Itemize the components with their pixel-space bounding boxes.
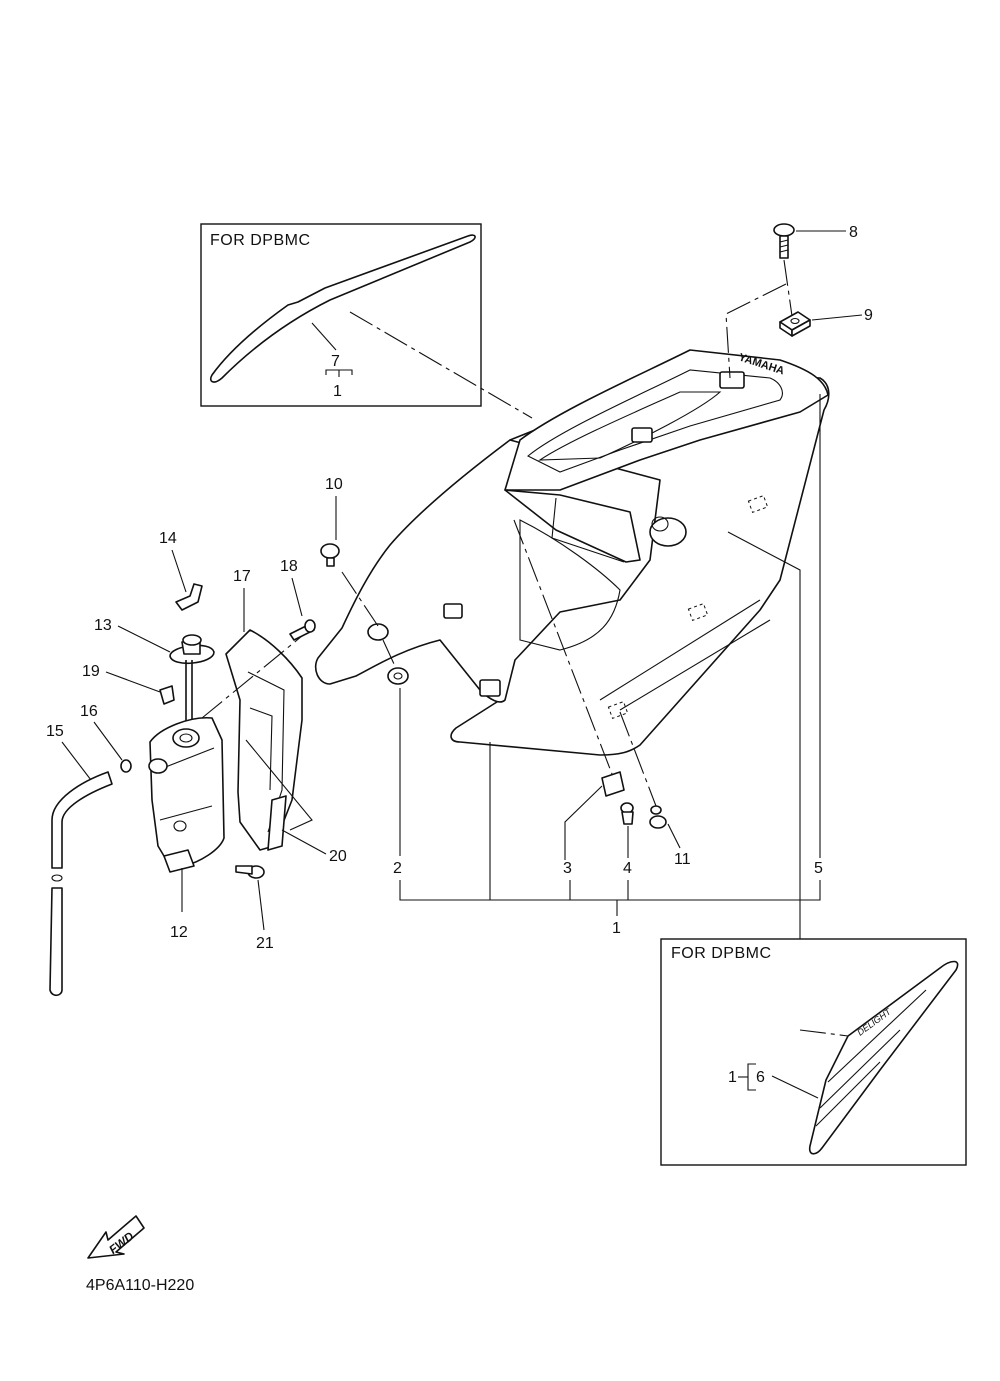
seat-cover-part-7[interactable] — [209, 234, 476, 383]
callout-9: 9 — [864, 307, 873, 324]
fwd-arrow-icon: FWD — [87, 1215, 145, 1259]
callout-8: 8 — [849, 224, 858, 241]
callout-2: 2 — [393, 860, 402, 877]
callout-7-inset: 7 — [331, 353, 340, 370]
screw-part-11[interactable] — [649, 805, 667, 829]
coolant-reservoir-part-12[interactable] — [148, 717, 225, 873]
inset-bottom-title: FOR DPBMC — [671, 945, 772, 962]
grommet-part-2[interactable] — [387, 667, 409, 685]
seat-opening-rim — [504, 349, 829, 491]
side-decal-part-6[interactable] — [808, 960, 959, 1155]
inset-top-title: FOR DPBMC — [210, 232, 311, 249]
callout-1: 1 — [612, 920, 621, 937]
clamp-part-16[interactable] — [120, 759, 132, 773]
nut-part-9[interactable] — [779, 311, 811, 337]
callout-1-inset-bottom: 1 — [728, 1069, 737, 1086]
callout-4: 4 — [623, 860, 632, 877]
screw-part-8[interactable] — [773, 223, 795, 259]
drawing-code: 4P6A110-H220 — [86, 1277, 194, 1294]
reservoir-cover-part-17[interactable] — [225, 629, 303, 851]
tail-cowl-assembly[interactable]: YAMAHA — [314, 349, 830, 756]
callout-6: 6 — [756, 1069, 765, 1086]
callout-3: 3 — [563, 860, 572, 877]
callout-11: 11 — [674, 851, 691, 868]
callout-17: 17 — [233, 568, 251, 585]
bolt-part-21[interactable] — [235, 865, 265, 879]
callout-1-inset-top: 1 — [333, 383, 342, 400]
inset-top-box: FOR DPBMC 7 1 — [200, 223, 482, 407]
hose-part-15[interactable] — [49, 771, 113, 997]
callout-20: 20 — [329, 848, 347, 865]
clip-part-3[interactable] — [601, 771, 625, 797]
callout-15: 15 — [46, 723, 64, 740]
callout-19: 19 — [82, 663, 100, 680]
hose-fitting-part-14[interactable] — [175, 583, 203, 611]
screw-part-18[interactable] — [289, 619, 316, 641]
callout-18: 18 — [280, 558, 298, 575]
inset-bottom-box: FOR DPBMC DELIGHT 1 6 — [660, 938, 967, 1166]
seat-rear-block — [504, 489, 641, 563]
callout-14: 14 — [159, 530, 177, 547]
callout-21: 21 — [256, 935, 274, 952]
callout-10: 10 — [325, 476, 343, 493]
strip-part-20[interactable] — [267, 795, 287, 851]
callout-16: 16 — [80, 703, 98, 720]
callout-13: 13 — [94, 617, 112, 634]
tank-cap-part-13[interactable] — [169, 634, 215, 665]
callout-12: 12 — [170, 924, 188, 941]
clip-part-19[interactable] — [159, 685, 175, 705]
rivet-part-4[interactable] — [620, 802, 634, 825]
callout-5: 5 — [814, 860, 823, 877]
rivet-part-10[interactable] — [320, 543, 340, 567]
